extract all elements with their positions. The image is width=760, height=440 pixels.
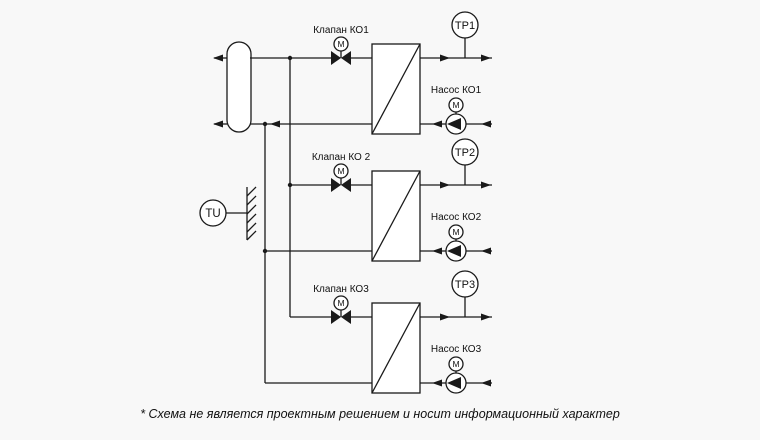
flow-arrow-icon bbox=[270, 120, 280, 128]
valve-label: Клапан КО1 bbox=[313, 25, 369, 36]
sensor-tp2: ТР2 bbox=[451, 138, 479, 185]
pump-motor-label: M bbox=[452, 100, 459, 110]
flow-arrow-icon bbox=[481, 54, 491, 62]
flow-arrow-icon bbox=[432, 379, 442, 387]
sensor-label: ТР1 bbox=[455, 20, 475, 32]
heat-exchanger-3 bbox=[371, 302, 421, 394]
heat-exchanger-divider bbox=[371, 170, 421, 262]
flow-arrow-icon bbox=[481, 313, 491, 321]
tu-label: TU bbox=[205, 208, 220, 220]
sensor-label: ТР2 bbox=[455, 147, 475, 159]
valve-body-icon bbox=[341, 51, 351, 65]
flow-arrow-icon bbox=[440, 181, 450, 189]
pump-label: Насос КО3 bbox=[431, 344, 482, 355]
flow-arrow-icon bbox=[440, 54, 450, 62]
flow-arrow-icon bbox=[213, 120, 223, 128]
wall-hatch-icon bbox=[246, 186, 257, 241]
valve-body-icon bbox=[341, 178, 351, 192]
source-tu: TU bbox=[199, 186, 257, 241]
pump-label: Насос КО1 bbox=[431, 85, 482, 96]
pump-motor-icon bbox=[448, 97, 464, 113]
pump-ko3: Насос КО3 M bbox=[431, 344, 482, 394]
pump-motor-label: M bbox=[452, 227, 459, 237]
valve-label: Клапан КО3 bbox=[313, 284, 369, 295]
flow-arrow-icon bbox=[481, 247, 491, 255]
valve-body-icon bbox=[331, 178, 341, 192]
pump-impeller-icon bbox=[447, 118, 461, 130]
valve-label: Клапан КО 2 bbox=[312, 152, 371, 163]
sensor-circle bbox=[451, 270, 479, 298]
valve-body-icon bbox=[341, 310, 351, 324]
footnote: * Схема не является проектным решением и… bbox=[140, 407, 620, 421]
heat-exchanger-divider bbox=[371, 302, 421, 394]
valve-ko2: Клапан КО 2 M bbox=[312, 152, 371, 192]
tu-circle bbox=[199, 199, 227, 227]
heat-exchanger-divider bbox=[371, 43, 421, 135]
valve-motor-icon bbox=[333, 163, 349, 179]
pump-motor-label: M bbox=[452, 359, 459, 369]
flow-arrow-icon bbox=[481, 120, 491, 128]
valve-ko1: Клапан КО1 M bbox=[313, 25, 369, 65]
valve-motor-label: M bbox=[337, 39, 344, 49]
flow-arrow-icon bbox=[432, 120, 442, 128]
sensor-circle bbox=[451, 11, 479, 39]
sensor-label: ТР3 bbox=[455, 279, 475, 291]
heat-exchanger-1 bbox=[371, 43, 421, 135]
flow-arrow-icon bbox=[213, 54, 223, 62]
pump-ko1: Насос КО1 M bbox=[431, 85, 482, 135]
valve-ko3: Клапан КО3 M bbox=[313, 284, 369, 324]
risers bbox=[262, 55, 293, 383]
pump-motor-icon bbox=[448, 356, 464, 372]
flow-arrow-icon bbox=[440, 313, 450, 321]
pump-impeller-icon bbox=[447, 245, 461, 257]
pump-ko2: Насос КО2 M bbox=[431, 212, 482, 262]
circuit-ko1: Клапан КО1 M ТР1 Насос КО1 M bbox=[250, 11, 492, 135]
pump-motor-icon bbox=[448, 224, 464, 240]
sensor-tp1: ТР1 bbox=[451, 11, 479, 58]
flow-arrow-icon bbox=[481, 181, 491, 189]
sensor-circle bbox=[451, 138, 479, 166]
flow-arrow-icon bbox=[432, 247, 442, 255]
valve-motor-label: M bbox=[337, 166, 344, 176]
pump-label: Насос КО2 bbox=[431, 212, 482, 223]
sensor-tp3: ТР3 bbox=[451, 270, 479, 317]
tank-section bbox=[213, 41, 252, 133]
valve-motor-icon bbox=[333, 36, 349, 52]
valve-body-icon bbox=[331, 51, 341, 65]
pump-impeller-icon bbox=[447, 377, 461, 389]
circuit-ko2: Клапан КО 2 M ТР2 Насос КО2 M bbox=[265, 138, 492, 262]
valve-body-icon bbox=[331, 310, 341, 324]
buffer-tank bbox=[226, 41, 252, 133]
flow-arrow-icon bbox=[481, 379, 491, 387]
circuit-ko3: Клапан КО3 M ТР3 Насос КО3 M bbox=[265, 270, 492, 394]
valve-motor-icon bbox=[333, 295, 349, 311]
valve-motor-label: M bbox=[337, 298, 344, 308]
heat-exchanger-2 bbox=[371, 170, 421, 262]
